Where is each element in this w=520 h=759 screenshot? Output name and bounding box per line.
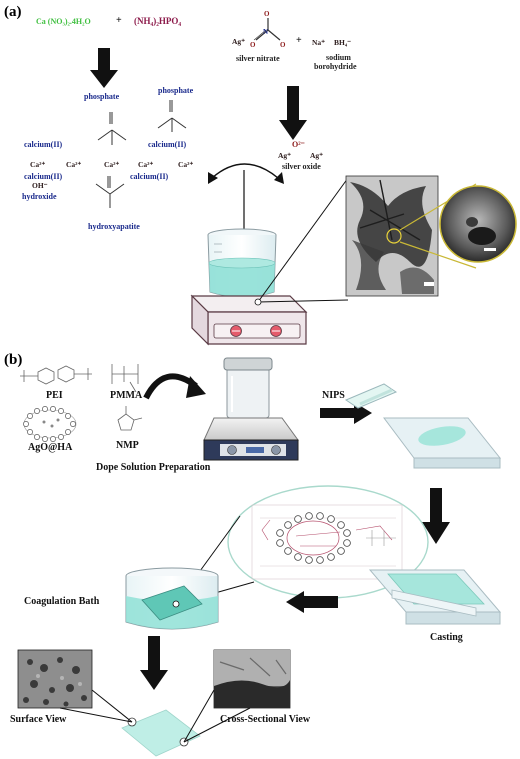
label-hydroxyapatite: hydroxyapatite bbox=[88, 222, 140, 231]
label-pmma: PMMA bbox=[110, 390, 143, 401]
label-cross-sectional-view: Cross-Sectional View bbox=[220, 714, 311, 725]
curved-arrow-b bbox=[143, 373, 206, 400]
label-calcium-b: calcium(II) bbox=[148, 140, 187, 149]
label-calcium-a: calcium(II) bbox=[24, 140, 63, 149]
label-ago-ha: AgO@HA bbox=[28, 442, 73, 453]
ion-ca-2: Ca²⁺ bbox=[66, 160, 82, 169]
label-sodium: sodium bbox=[326, 53, 351, 62]
final-membrane bbox=[121, 709, 201, 757]
ion-sodium: Na⁺ bbox=[312, 38, 326, 47]
nitrate-n: N bbox=[263, 28, 268, 36]
nmp-structure bbox=[117, 406, 143, 431]
arrow-down-left bbox=[90, 48, 118, 88]
ion-ag-right: Ag⁺ bbox=[310, 151, 324, 160]
stirrer-a bbox=[190, 294, 308, 346]
nitrate-o-top: O bbox=[264, 10, 270, 18]
ion-ag-nitrate: Ag⁺ bbox=[232, 37, 246, 46]
casting-plate-top bbox=[344, 383, 502, 469]
ion-ca-1: Ca²⁺ bbox=[30, 160, 46, 169]
stirrer-b bbox=[203, 357, 299, 461]
label-silver-oxide: silver oxide bbox=[282, 162, 321, 171]
zoom-lines-sem bbox=[59, 689, 251, 743]
arrow-down-membrane bbox=[140, 636, 168, 690]
ion-ag-left: Ag⁺ bbox=[278, 151, 292, 160]
label-surface-view: Surface View bbox=[10, 714, 67, 725]
arrow-down-right bbox=[279, 86, 307, 140]
nitrate-o-right: O bbox=[280, 41, 286, 49]
phosphate-structure-bottom bbox=[95, 176, 125, 208]
label-hydroxide: hydroxide bbox=[22, 192, 57, 201]
label-borohydride: borohydride bbox=[314, 62, 357, 71]
tem-image bbox=[345, 175, 439, 297]
label-phosphate-right: phosphate bbox=[158, 86, 194, 95]
label-nips: NIPS bbox=[322, 390, 345, 401]
reactant-calcium-nitrate: Ca (NO₃)₂.4H₂O bbox=[36, 17, 91, 26]
label-pei: PEI bbox=[46, 390, 63, 401]
ion-ca-3: Ca²⁺ bbox=[104, 160, 120, 169]
nitrate-o-left: O bbox=[250, 41, 256, 49]
ion-oxide: O²⁻ bbox=[292, 140, 305, 149]
curved-arrow-mixing bbox=[211, 163, 279, 179]
arrow-left-coagulation bbox=[286, 591, 338, 613]
label-coagulation-bath: Coagulation Bath bbox=[24, 596, 100, 607]
zoom-lines-a bbox=[257, 177, 349, 303]
curved-arrow-head-left bbox=[208, 172, 218, 184]
plus-sign-right: + bbox=[296, 35, 302, 46]
panel-label-b: (b) bbox=[4, 352, 23, 368]
curved-arrow-head-right bbox=[274, 172, 284, 184]
label-casting: Casting bbox=[430, 632, 463, 643]
phosphate-structure-left bbox=[97, 112, 127, 145]
label-dope-solution: Dope Solution Preparation bbox=[96, 462, 211, 473]
tem-sphere-inset bbox=[439, 185, 517, 263]
label-nmp: NMP bbox=[116, 440, 139, 451]
ion-borohydride: BH₄⁻ bbox=[334, 38, 352, 47]
coagulation-bath bbox=[125, 567, 219, 630]
sem-cross-section-image bbox=[213, 649, 291, 709]
casting-plate-bottom bbox=[368, 569, 502, 625]
label-calcium-c: calcium(II) bbox=[24, 172, 63, 181]
ion-hydroxide: OH⁻ bbox=[32, 181, 48, 190]
ago-ha-structure bbox=[23, 406, 77, 442]
ion-ca-4: Ca²⁺ bbox=[138, 160, 154, 169]
ion-ca-5: Ca²⁺ bbox=[178, 160, 194, 169]
reactant-ammonium-phosphate: (NH₄)₂HPO₄ bbox=[134, 16, 182, 26]
phosphate-structure-right bbox=[157, 100, 187, 132]
pmma-structure bbox=[111, 364, 139, 393]
arrow-down-casting bbox=[422, 488, 450, 544]
pei-structure bbox=[20, 365, 92, 385]
label-silver-nitrate: silver nitrate bbox=[236, 54, 280, 63]
label-phosphate-left: phosphate bbox=[84, 92, 120, 101]
label-calcium-d: calcium(II) bbox=[130, 172, 169, 181]
plus-sign-left: + bbox=[116, 15, 122, 26]
sem-surface-image bbox=[17, 649, 93, 709]
silver-nitrate-structure bbox=[253, 18, 281, 41]
zoom-origin-a bbox=[254, 298, 262, 306]
panel-label-a: (a) bbox=[4, 4, 22, 20]
beaker-a bbox=[207, 228, 277, 298]
